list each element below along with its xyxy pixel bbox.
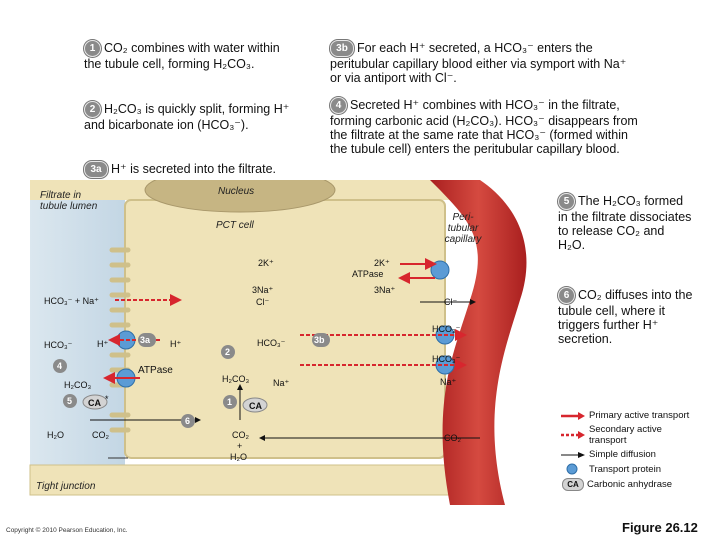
cell-plus: + [237, 441, 243, 451]
ca-label-cell: CA [249, 401, 262, 411]
lumen-co2: CO₂ [92, 430, 109, 440]
step-5-badge: 5 [558, 193, 575, 210]
legend-primary: Primary active transport [560, 410, 710, 421]
lumen-h2co3: H₂CO₃ [64, 380, 92, 390]
peritubular-capillary [430, 180, 527, 505]
svg-text:3a: 3a [140, 335, 151, 345]
secondary-arrow-icon [561, 431, 585, 439]
cell-hco3: HCO₃⁻ [257, 338, 286, 348]
svg-text:1: 1 [227, 397, 232, 407]
legend-diffusion: Simple diffusion [560, 449, 710, 460]
step-6-badge: 6 [558, 287, 575, 304]
lumen-h: H⁺ [97, 339, 109, 349]
legend-protein: Transport protein [560, 463, 710, 475]
ca-label-lumen: CA [88, 398, 101, 408]
svg-text:4: 4 [57, 361, 62, 371]
cell-atpase: ATPase [138, 365, 173, 376]
ion-3na-left: 3Na⁺ [252, 285, 274, 295]
ion-cl-cell: Cl⁻ [256, 297, 270, 307]
cell-h2co3: H₂CO₃ [222, 374, 250, 384]
step-3b-badge: 3b [330, 40, 354, 57]
capillary-hco3-bottom: HCO₃⁻ [432, 354, 461, 364]
tubule-diagram: 4 5 6 2 1 3a 3b [29, 180, 527, 505]
cell-h: H⁺ [170, 339, 182, 349]
capillary-na: Na⁺ [440, 377, 457, 387]
lumen-h2o: H₂O [47, 430, 64, 440]
ca-star: * [105, 394, 109, 404]
step-2-badge: 2 [84, 101, 101, 118]
step-4-badge: 4 [330, 97, 347, 114]
atpase-label: ATPase [352, 269, 384, 279]
svg-text:6: 6 [185, 416, 190, 426]
transport-protein-icon [566, 463, 578, 475]
pct-cell [124, 199, 446, 459]
ion-cl-capillary: Cl⁻ [444, 297, 458, 307]
ca-legend-badge: CA [562, 478, 584, 491]
primary-arrow-icon [561, 411, 585, 420]
lumen-hco3-na: HCO₃⁻ + Na⁺ [44, 296, 99, 306]
step-3a-badge: 3a [84, 161, 108, 178]
cell-h2o: H₂O [230, 452, 247, 462]
pct-cell-label: PCT cell [216, 220, 254, 231]
lumen-hco3: HCO₃⁻ [44, 340, 73, 350]
cell-na: Na⁺ [273, 378, 290, 388]
ion-3na-right: 3Na⁺ [374, 285, 396, 295]
nucleus-label: Nucleus [218, 186, 255, 197]
brush-border [109, 247, 131, 433]
ca-badge-cell [242, 397, 268, 413]
copyright: Copyright © 2010 Pearson Education, Inc. [6, 527, 128, 534]
lumen-region [30, 180, 125, 480]
diffusion-arrow-icon [561, 451, 585, 458]
legend: Primary active transport Secondary activ… [560, 410, 710, 491]
legend-secondary: Secondary active transport [560, 424, 710, 446]
filtrate-label: Filtrate in tubule lumen [40, 190, 98, 212]
nucleus [144, 180, 336, 213]
capillary-hco3-top: HCO₃⁻ [432, 324, 461, 334]
tight-junction-label: Tight junction [36, 481, 96, 492]
svg-text:2: 2 [225, 347, 230, 357]
svg-text:3b: 3b [314, 335, 325, 345]
step-1-badge: 1 [84, 40, 101, 57]
svg-text:5: 5 [67, 396, 72, 406]
legend-ca: CA Carbonic anhydrase [560, 478, 710, 491]
cell-co2: CO₂ [232, 430, 249, 440]
figure-number: Figure 26.12 [622, 520, 698, 535]
ion-2k-right: 2K⁺ [374, 258, 390, 268]
ca-badge-lumen [82, 394, 108, 410]
capillary-label: Peri-tubular capillary [444, 212, 482, 245]
ion-2k-left: 2K⁺ [258, 258, 274, 268]
capillary-co2: CO₂ [444, 433, 461, 443]
